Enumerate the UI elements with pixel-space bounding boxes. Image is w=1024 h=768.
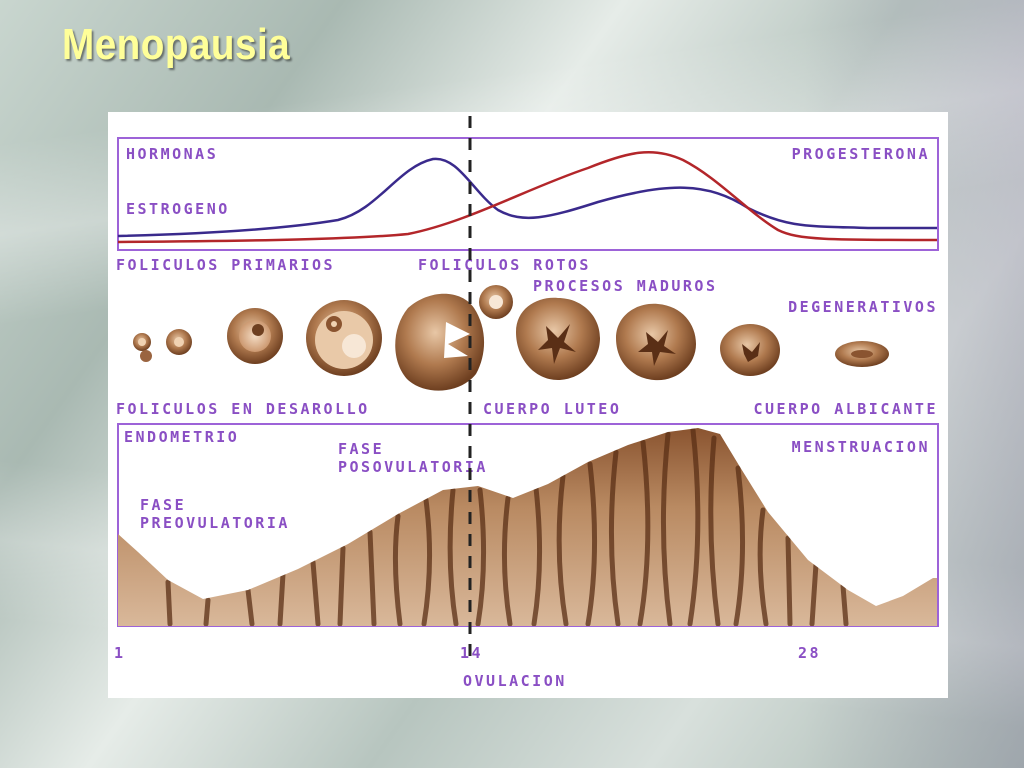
slide-title: Menopausia (62, 20, 291, 69)
preovulatory-phase-label-1: FASE (140, 496, 186, 514)
postovulatory-phase-label-2: POSOVULATORIA (338, 458, 488, 476)
day-mid-label: 14 (460, 644, 483, 662)
endometrium-tissue (118, 428, 937, 626)
degenerative-label: DEGENERATIVOS (788, 298, 938, 316)
postovulatory-phase-label-1: FASE (338, 440, 384, 458)
menstrual-cycle-diagram: HORMONAS ESTROGENO PROGESTERONA FOLICULO… (108, 112, 948, 698)
mature-processes-label: PROCESOS MADUROS (533, 277, 718, 295)
corpus-luteum-large (516, 297, 600, 380)
follicle-primary-small (166, 329, 192, 355)
estrogen-label: ESTROGENO (126, 200, 230, 218)
follicle-rupturing (395, 285, 513, 391)
follicle-growing (227, 308, 283, 364)
corpus-luteum-medium (616, 303, 696, 381)
follicle-antral (306, 300, 382, 376)
developing-follicles-label: FOLICULOS EN DESAROLLO (116, 400, 370, 418)
preovulatory-phase-label-2: PREOVULATORIA (140, 514, 290, 532)
corpus-albicans (835, 341, 889, 367)
primary-follicles-label: FOLICULOS PRIMARIOS (116, 256, 335, 274)
corpus-luteum-label: CUERPO LUTEO (483, 400, 621, 418)
hormones-frame (117, 137, 939, 251)
follicle-primary-tiny (133, 333, 152, 362)
ruptured-follicles-label: FOLICULOS ROTOS (418, 256, 591, 274)
ovulation-label: OVULACION (463, 672, 567, 690)
hormones-label: HORMONAS (126, 145, 218, 163)
estrogen-curve (117, 157, 937, 238)
day-end-label: 28 (798, 644, 821, 662)
progesterone-curve (117, 150, 938, 244)
endometrium-label: ENDOMETRIO (124, 428, 239, 446)
progesterone-label: PROGESTERONA (792, 145, 930, 163)
diagram-canvas: HORMONAS ESTROGENO PROGESTERONA FOLICULO… (114, 116, 939, 690)
day-start-label: 1 (114, 644, 126, 662)
corpus-luteum-regressing (720, 324, 780, 376)
corpus-albicans-label: CUERPO ALBICANTE (754, 400, 939, 418)
menstruation-label: MENSTRUACION (792, 438, 930, 456)
